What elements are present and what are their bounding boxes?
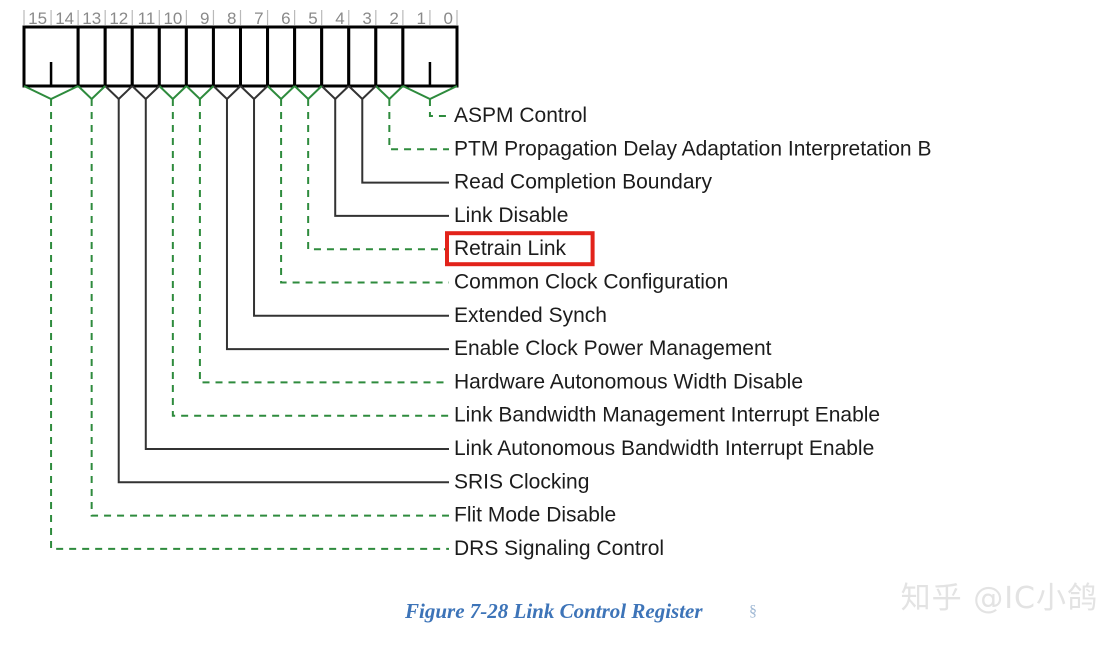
bit-funnel-connectors [23,85,458,101]
bit-cell-6 [266,25,297,88]
bit-cell-7 [239,25,270,88]
bit-cell-11 [130,25,161,88]
field-label: Link Autonomous Bandwidth Interrupt Enab… [454,437,874,460]
funnel-15-14 [23,85,79,101]
field-label: DRS Signaling Control [454,537,664,560]
watermark: 知乎 @IC小鸽 [900,581,1098,616]
figure-caption: Figure 7-28 Link Control Register [404,599,703,623]
leader-lines [50,99,449,550]
funnel-1-0 [402,85,458,101]
field-label: Flit Mode Disable [454,504,616,527]
bit-cell-8 [211,25,242,88]
funnel-2 [375,85,404,101]
bit-number-label: 9 [200,9,209,28]
field-label: ASPM Control [454,104,587,127]
bit-number-label: 7 [254,9,263,28]
bit-number-label: 1 [416,9,425,28]
leader-line-6 [280,99,449,284]
funnel-9 [185,85,215,101]
leader-line-9 [198,99,449,384]
funnel-4 [320,85,350,101]
section-marker-icon: § [749,603,757,620]
funnel-11 [131,85,161,101]
bit-cell-5 [293,25,324,88]
leader-line-2 [388,99,449,151]
bit-number-label: 0 [444,9,453,28]
field-label: Retrain Link [454,237,567,260]
field-label: Link Disable [454,204,568,227]
leader-line-5 [307,99,449,251]
bit-number-label: 10 [163,9,182,28]
bit-number-label: 2 [389,9,398,28]
bit-cell-13 [76,25,107,88]
bit-number-label: 11 [138,9,156,28]
bit-number-label: 15 [28,9,47,28]
funnel-8 [212,85,242,101]
funnel-13 [77,85,106,101]
bit-number-label: 14 [55,9,74,28]
field-label: Extended Synch [454,304,607,327]
bit-cell-2 [374,25,405,88]
highlight-rect [445,231,595,267]
leader-line-11 [144,99,449,450]
funnel-5 [293,85,323,101]
field-label: Read Completion Boundary [454,171,712,194]
funnel-7 [239,85,269,101]
field-label: PTM Propagation Delay Adaptation Interpr… [454,137,931,160]
leader-line-4 [334,99,449,217]
field-label: Hardware Autonomous Width Disable [454,370,803,393]
bit-number-label: 12 [109,9,128,28]
funnel-6 [266,85,296,101]
leader-line-10 [171,99,449,417]
field-label: SRIS Clocking [454,470,589,493]
register-bit-cells [22,25,459,88]
leader-line-15-14 [50,99,449,550]
bit-number-label: 13 [82,9,101,28]
leader-line-1-0 [428,99,449,117]
field-label: Common Clock Configuration [454,271,728,294]
field-label: Enable Clock Power Management [454,337,772,360]
leader-line-8 [225,99,449,351]
leader-line-7 [253,99,449,317]
field-label: Link Bandwidth Management Interrupt Enab… [454,404,880,427]
bit-number-label: 3 [362,9,371,28]
bit-number-label: 5 [308,9,317,28]
bit-number-label: 6 [281,9,290,28]
bit-cell-3 [347,25,378,88]
bit-cell-9 [184,25,215,88]
funnel-10 [158,85,188,101]
leader-line-3 [361,99,449,184]
leader-line-12 [117,99,449,484]
bit-cell-10 [157,25,188,88]
leader-line-13 [90,99,449,517]
bit-number-label: 4 [335,9,344,28]
bit-number-label: 8 [227,9,236,28]
funnel-3 [348,85,377,101]
bit-cell-4 [320,25,351,88]
bit-cell-12 [103,25,134,88]
retrain-link-highlight-box [445,231,595,267]
funnel-12 [104,85,133,101]
